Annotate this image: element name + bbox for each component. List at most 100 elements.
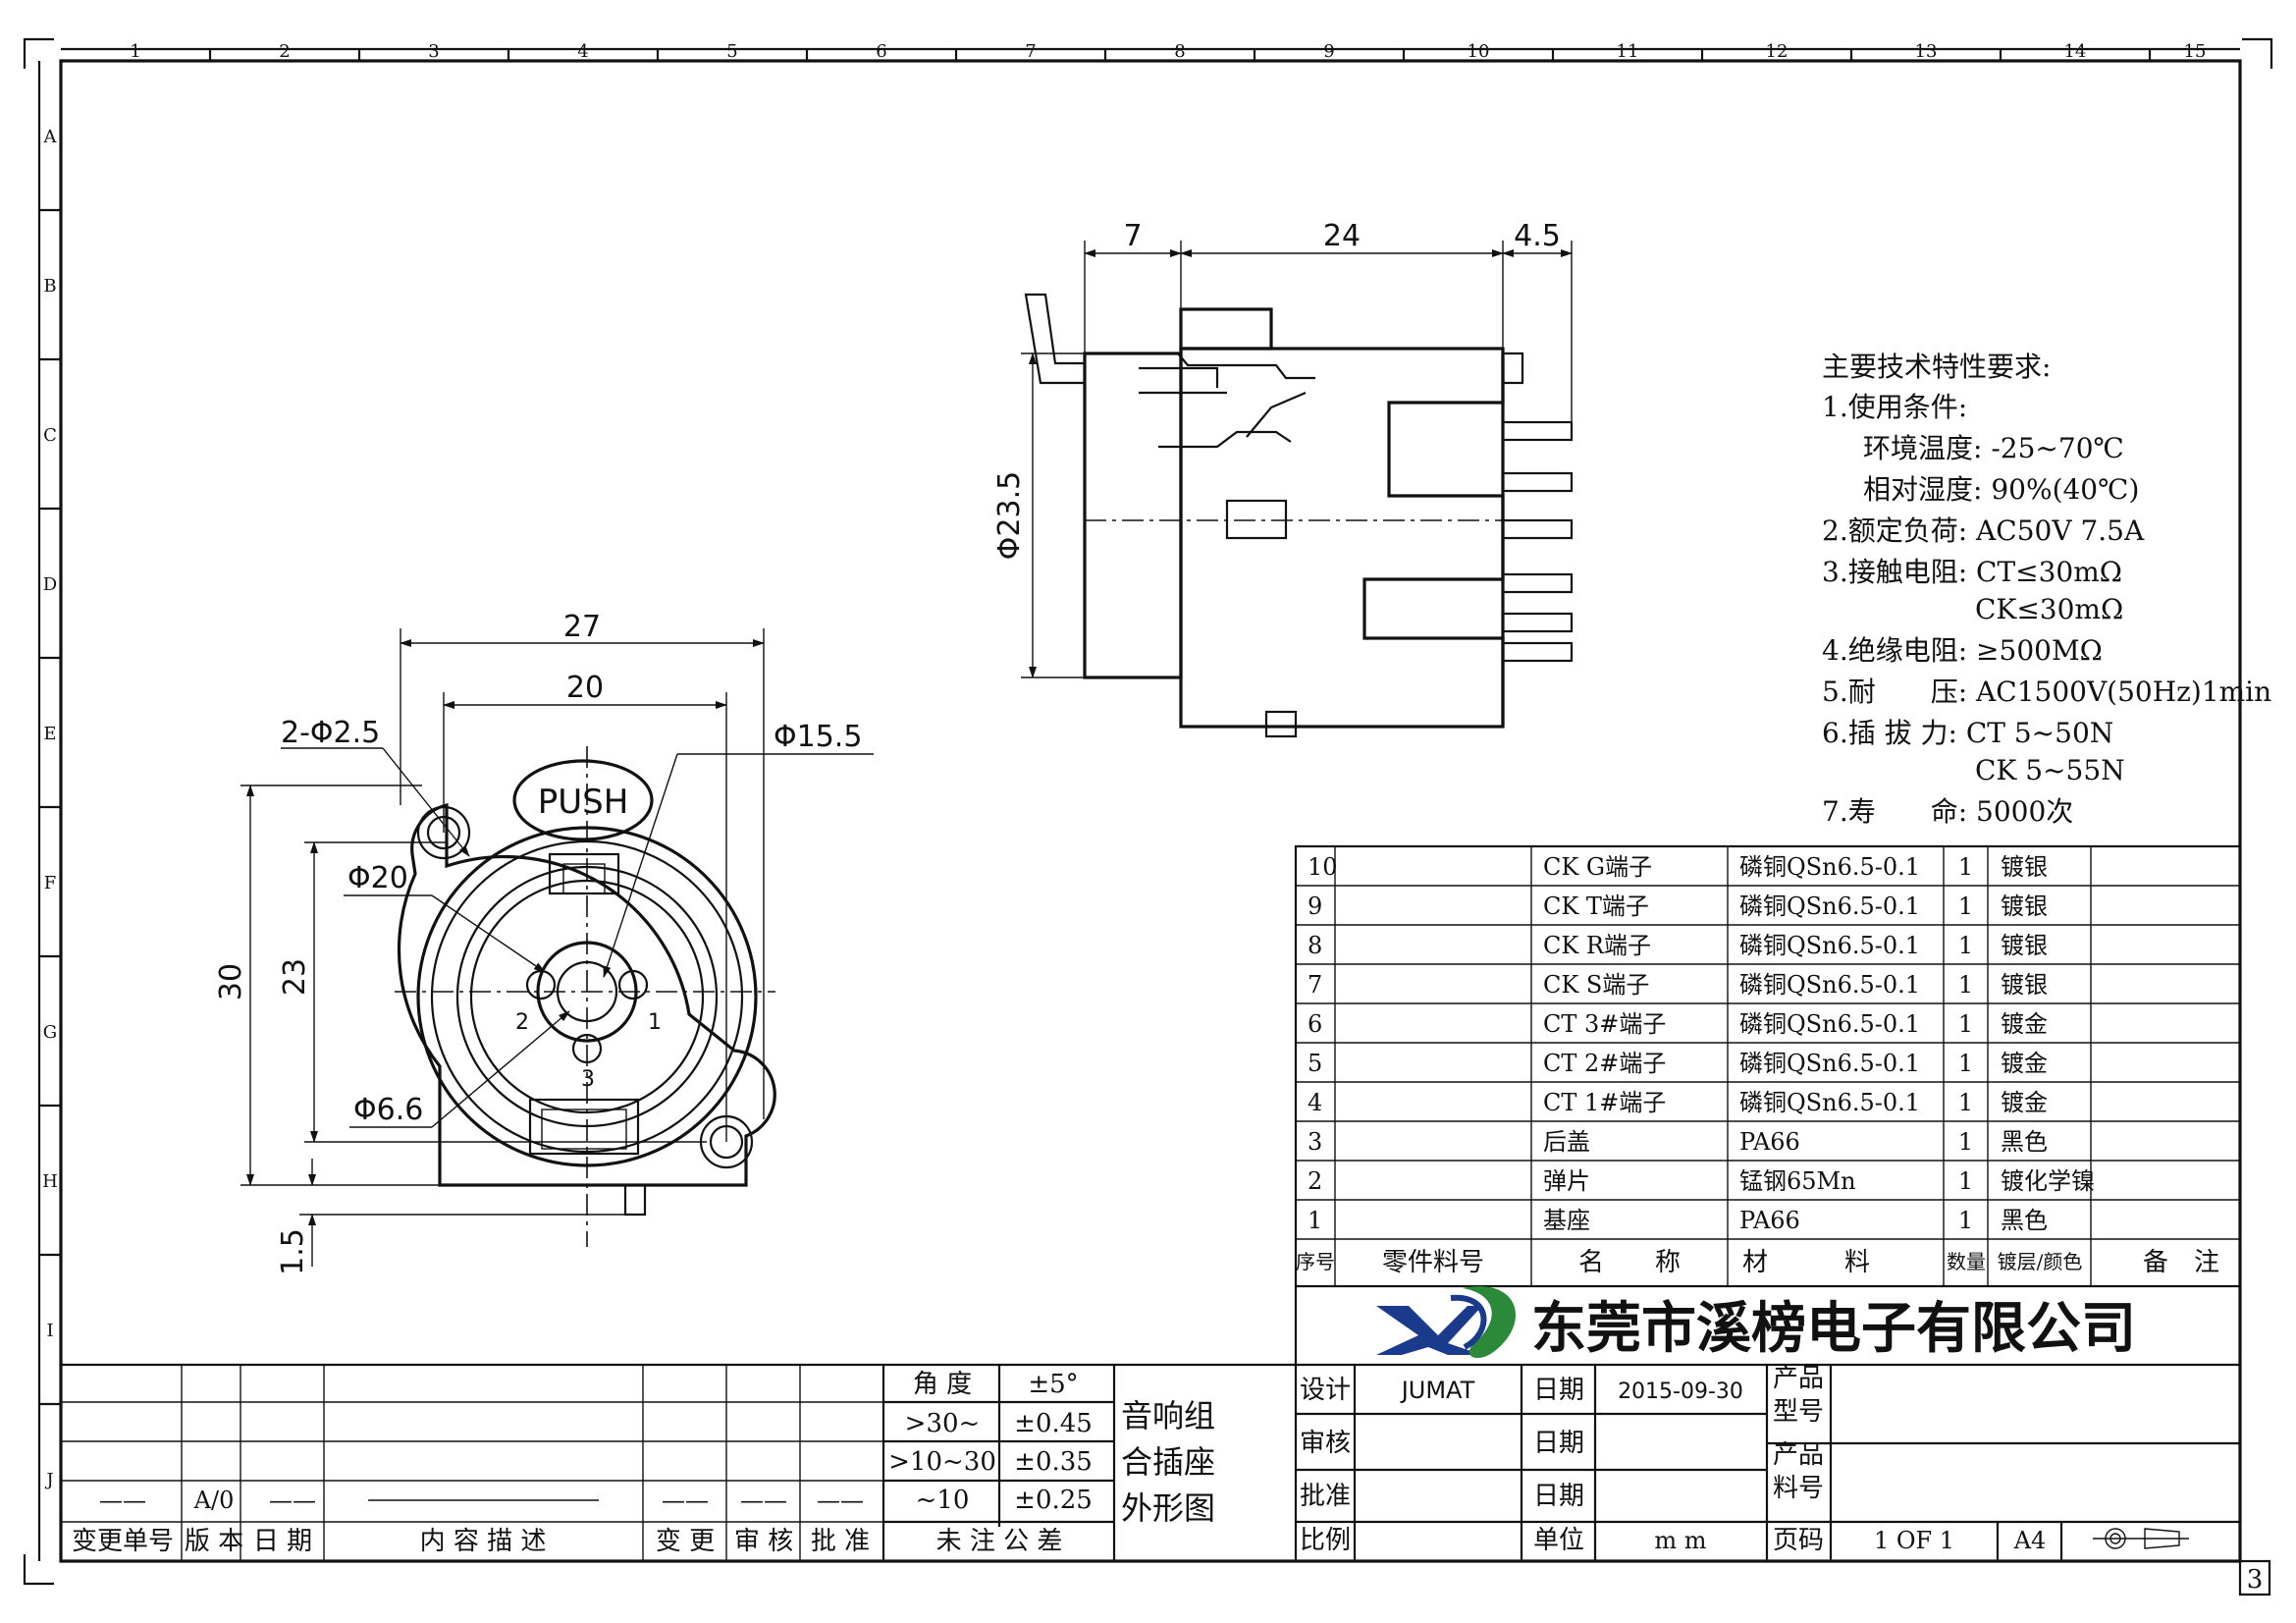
rev-header: 审 核 bbox=[734, 1527, 793, 1556]
dim-30-label: 30 bbox=[214, 963, 248, 1001]
bom-cell-name: CK T端子 bbox=[1543, 893, 1649, 920]
rev-dash: —— bbox=[99, 1487, 146, 1514]
rev-header: 批 准 bbox=[811, 1527, 870, 1556]
rev-header: 日 期 bbox=[253, 1527, 312, 1556]
bom-cell-material: PA66 bbox=[1739, 1207, 1800, 1234]
tb-part-label-line: 产品 bbox=[1773, 1440, 1824, 1470]
bottom-pin bbox=[623, 1183, 647, 1217]
push-label: PUSH bbox=[538, 783, 629, 822]
tb-designer: JUMAT bbox=[1400, 1377, 1475, 1404]
bom-cell-name: CK G端子 bbox=[1543, 853, 1652, 881]
tol-value: ±0.45 bbox=[1014, 1409, 1093, 1438]
bom-cell-material: 磷铜QSn6.5-0.1 bbox=[1739, 932, 1920, 959]
bom-cell-finish: 黑色 bbox=[2001, 1207, 2048, 1234]
bom-cell-finish: 镀银 bbox=[2001, 932, 2048, 959]
dim-27-label: 27 bbox=[563, 610, 601, 644]
rev-value: A/0 bbox=[193, 1487, 235, 1514]
dim-24-label: 24 bbox=[1323, 219, 1361, 253]
tol-value: ±0.35 bbox=[1014, 1447, 1093, 1477]
dim-d235-label: Φ23.5 bbox=[992, 471, 1027, 560]
rear-terminals bbox=[1501, 352, 1574, 663]
drawing-title-line: 外形图 bbox=[1121, 1489, 1215, 1527]
tb-review-label: 审核 bbox=[1300, 1429, 1351, 1458]
grid-column-label: 14 bbox=[2064, 41, 2087, 62]
title-block: 设计 JUMAT 日期 2015-09-30 产品型号 审核 日期 产品料号 批… bbox=[61, 1363, 2240, 1561]
bom-header-part: 零件料号 bbox=[1382, 1248, 1484, 1277]
bom-cell-no: 5 bbox=[1308, 1050, 1322, 1077]
bom-cell-name: 后盖 bbox=[1543, 1128, 1590, 1156]
corner-marks bbox=[23, 37, 2273, 1586]
bom-cell-material: PA66 bbox=[1739, 1128, 1800, 1156]
tb-approve-date-label: 日期 bbox=[1533, 1482, 1584, 1511]
pin-hole-1 bbox=[617, 969, 649, 1001]
bom-cell-material: 磷铜QSn6.5-0.1 bbox=[1739, 893, 1920, 920]
company-name: 东莞市溪榜电子有限公司 bbox=[1531, 1297, 2136, 1361]
bom-cell-material: 磷铜QSn6.5-0.1 bbox=[1739, 853, 1920, 881]
logo-swoosh-2 bbox=[1450, 1294, 1487, 1350]
bom-cell-name: CK R端子 bbox=[1543, 932, 1651, 959]
grid-row-label: D bbox=[43, 574, 57, 595]
tb-unit-label: 单位 bbox=[1533, 1526, 1584, 1555]
sheet-number: 3 bbox=[2247, 1565, 2264, 1595]
logo-swoosh bbox=[1463, 1286, 1516, 1359]
bom-cell-qty: 1 bbox=[1958, 1167, 1973, 1195]
grid-row-label: I bbox=[46, 1321, 53, 1341]
grid-column-label: 9 bbox=[1323, 41, 1334, 62]
tb-review-date-label: 日期 bbox=[1533, 1429, 1584, 1458]
rev-dash: —— bbox=[817, 1487, 864, 1514]
dim-d66-label: Φ6.6 bbox=[353, 1093, 423, 1127]
grid-row-label: E bbox=[43, 724, 56, 744]
spec-line: 1.使用条件: bbox=[1822, 391, 1967, 423]
side-rear-profile bbox=[1362, 353, 1505, 727]
grid-column-label: 2 bbox=[279, 41, 290, 62]
bom-cell-qty: 1 bbox=[1958, 1207, 1973, 1234]
grid-column-label: 4 bbox=[577, 41, 588, 62]
grid-row-label: G bbox=[43, 1022, 57, 1043]
spec-line: 环境温度: -25~70℃ bbox=[1863, 432, 2124, 464]
rev-header: 变 更 bbox=[656, 1527, 715, 1556]
bom-cell-name: CK S端子 bbox=[1543, 971, 1649, 999]
spec-title: 主要技术特性要求: bbox=[1822, 351, 2051, 383]
bom-cell-finish: 镀银 bbox=[2001, 853, 2048, 881]
dim-45-label: 4.5 bbox=[1514, 219, 1561, 253]
grid-row-label: H bbox=[42, 1171, 58, 1192]
bom-header-material: 材 料 bbox=[1742, 1248, 1870, 1277]
side-internal-mid bbox=[1158, 391, 1307, 449]
outer-frame bbox=[59, 59, 2242, 1563]
grid-column-label: 15 bbox=[2184, 41, 2207, 62]
bottom-lug-inner bbox=[541, 1109, 627, 1150]
bom-header-name: 名 称 bbox=[1578, 1248, 1681, 1277]
bom-cell-no: 1 bbox=[1308, 1207, 1322, 1234]
side-view: 7 24 4.5 Φ23.5 bbox=[992, 219, 1574, 738]
grid-row-label: A bbox=[43, 127, 58, 147]
rev-header: 变更单号 bbox=[72, 1527, 174, 1556]
tol-range: >10~30 bbox=[888, 1447, 996, 1477]
bom-cell-name: CT 2#端子 bbox=[1543, 1050, 1666, 1077]
bom-cell-qty: 1 bbox=[1958, 893, 1973, 920]
bom-cell-no: 2 bbox=[1308, 1167, 1322, 1195]
spec-line: 4.绝缘电阻: ≥500MΩ bbox=[1822, 634, 2103, 667]
tol-value: ±5° bbox=[1028, 1370, 1078, 1399]
spec-line: 2.额定负荷: AC50V 7.5A bbox=[1822, 514, 2145, 547]
bom-cell-no: 9 bbox=[1308, 893, 1322, 920]
grid-column-label: 13 bbox=[1915, 41, 1938, 62]
side-flange bbox=[1083, 352, 1183, 679]
pin-3-label: 3 bbox=[581, 1067, 595, 1092]
tb-page: 1 OF 1 bbox=[1874, 1527, 1954, 1554]
bom-cell-finish: 镀银 bbox=[2001, 971, 2048, 999]
dim-d20-label: Φ20 bbox=[347, 861, 408, 895]
bom-cell-qty: 1 bbox=[1958, 1010, 1973, 1038]
bom-cell-finish: 镀化学镍 bbox=[2001, 1167, 2095, 1195]
grid-column-label: 11 bbox=[1617, 41, 1639, 62]
bom-header-qty: 数量 bbox=[1947, 1250, 1986, 1273]
side-top-block bbox=[1179, 307, 1273, 351]
grid-row-label: F bbox=[44, 873, 57, 893]
company-logo bbox=[1376, 1286, 1516, 1359]
bom-cell-name: 弹片 bbox=[1543, 1167, 1590, 1195]
bom-cell-qty: 1 bbox=[1958, 1050, 1973, 1077]
bottom-lug bbox=[528, 1098, 640, 1156]
tb-unit: m m bbox=[1654, 1527, 1706, 1554]
tech-requirements: 主要技术特性要求: 1.使用条件: 环境温度: -25~70℃ 相对湿度: 90… bbox=[1822, 351, 2271, 828]
